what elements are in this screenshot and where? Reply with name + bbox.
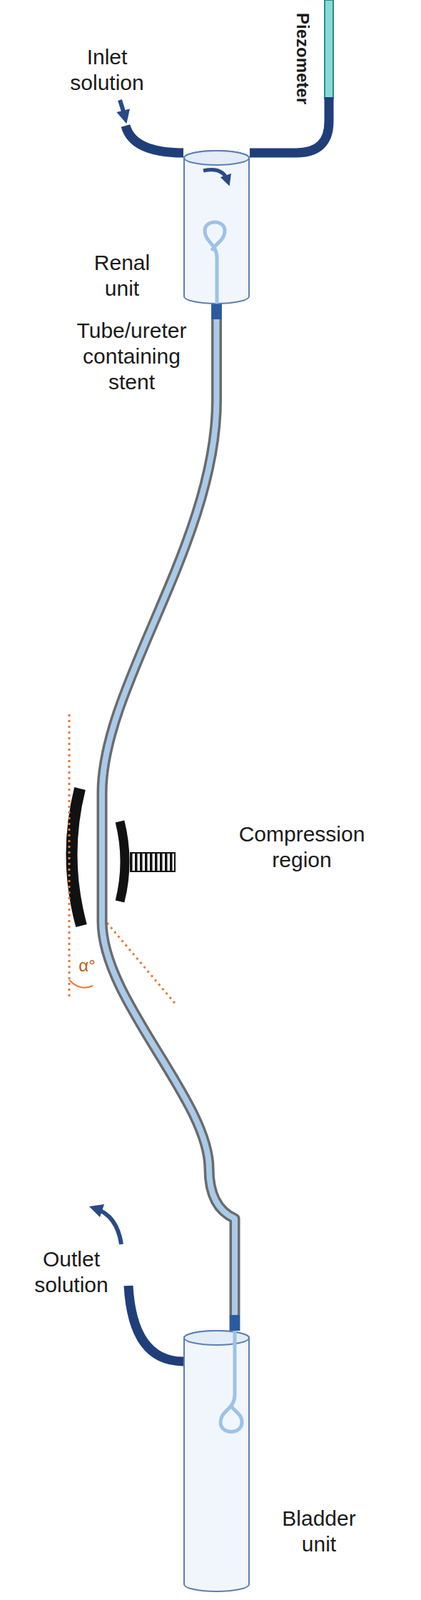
unit-label: Renal unit — [86, 249, 158, 302]
stent-pigtail — [220, 1329, 242, 1431]
cylinder-outline — [183, 1329, 250, 1590]
ureter-tube — [102, 303, 240, 1330]
compression-plate — [71, 787, 82, 925]
tube-label: Piezometer — [292, 12, 313, 105]
stent-line — [102, 303, 235, 1330]
region-label: Compression region — [226, 820, 377, 872]
piezometer-tube — [324, 0, 334, 99]
cylinder-top — [184, 1329, 250, 1344]
outlet-arrow — [95, 1207, 122, 1244]
cylinder-body — [184, 150, 250, 304]
inlet-arrow — [119, 99, 125, 118]
cylinder-top — [184, 150, 250, 165]
unit-label: Bladder unit — [272, 1504, 366, 1556]
flow-arrow — [203, 169, 228, 181]
outlet-hose — [128, 1284, 184, 1361]
angle-label: α° — [73, 954, 101, 975]
inlet-hose — [125, 125, 184, 153]
reference-line — [68, 713, 71, 999]
compression-screw — [130, 851, 175, 871]
outlet-label: Outlet solution — [21, 1245, 122, 1297]
tube-connector — [211, 303, 222, 319]
cylinder-body — [184, 1329, 250, 1590]
inlet-label: Inlet solution — [57, 44, 157, 96]
piezometer-hose — [249, 97, 329, 153]
tube-connector — [229, 1313, 240, 1330]
angle-arc — [69, 979, 93, 987]
cylinder-outline — [183, 150, 250, 304]
tube-wall — [102, 303, 235, 1330]
renal-unit: Renal unit — [183, 150, 250, 304]
bladder-unit: Bladder unit — [183, 1329, 250, 1590]
angle-line — [107, 921, 177, 1005]
compression-jaw — [119, 820, 125, 901]
stent-pigtail — [204, 221, 225, 304]
tube-label: Tube/ureter containing stent — [69, 317, 195, 395]
